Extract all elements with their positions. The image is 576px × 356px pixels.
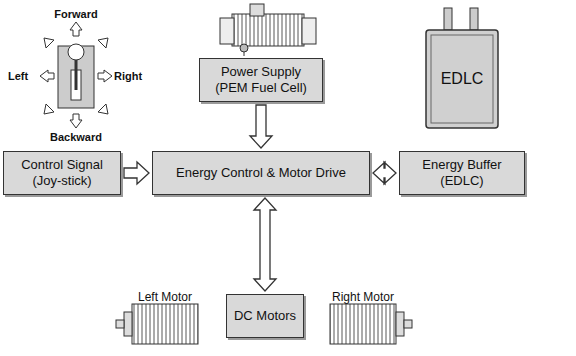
right-motor — [330, 304, 412, 344]
edlc-capacitor — [426, 8, 498, 128]
part-label: Forward — [54, 8, 97, 20]
fuel-cell-icon — [220, 4, 316, 56]
block-arrow — [124, 162, 149, 184]
process-box: DC Motors — [226, 294, 304, 338]
part-label: Left — [8, 70, 28, 82]
box-text: Energy Buffer (EDLC) — [406, 157, 518, 190]
process-box: Energy Buffer (EDLC) — [399, 151, 525, 195]
process-box: Power Supply (PEM Fuel Cell) — [199, 58, 323, 102]
block-arrow — [254, 198, 276, 291]
block-arrow — [250, 105, 272, 148]
part-label: Right — [114, 70, 142, 82]
part-label: Left Motor — [138, 290, 192, 304]
process-box: Energy Control & Motor Drive — [152, 151, 370, 195]
block-arrow — [373, 162, 396, 184]
part-label: EDLC — [441, 70, 484, 88]
part-label: Right Motor — [332, 290, 394, 304]
left-motor — [116, 304, 198, 344]
box-text: Control Signal (Joy-stick) — [10, 157, 114, 190]
box-text: Energy Control & Motor Drive — [176, 165, 346, 181]
process-box: Control Signal (Joy-stick) — [3, 151, 121, 195]
joystick-icon — [40, 22, 112, 128]
box-text: Power Supply (PEM Fuel Cell) — [206, 64, 316, 97]
box-text: DC Motors — [234, 308, 296, 324]
part-label: Backward — [50, 131, 102, 143]
